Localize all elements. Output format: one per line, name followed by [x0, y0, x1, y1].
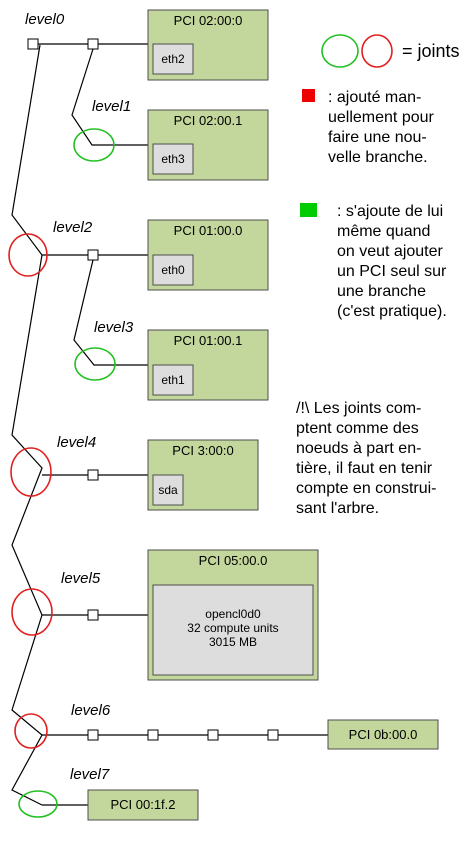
pci-box: PCI 00:1f.2	[87, 789, 199, 821]
joint-green	[18, 790, 58, 818]
pci-box: PCI 02:00.1 eth3	[147, 109, 269, 181]
level-label: level6	[71, 702, 111, 719]
pci-box: PCI 05:00.0 opencl0d0 32 compute units 3…	[147, 549, 319, 681]
device-box	[152, 584, 314, 676]
legend-joint-green	[321, 34, 359, 68]
device-box	[152, 143, 194, 175]
level-label: level1	[92, 98, 131, 115]
joint-red	[11, 588, 53, 636]
added-node-red	[87, 729, 99, 741]
tree-trunk	[11, 44, 43, 806]
device-label: 32 compute units	[187, 621, 278, 635]
pci-title: PCI 0b:00.0	[349, 727, 418, 742]
level-label: level0	[25, 11, 65, 28]
added-node-red	[27, 38, 39, 50]
pci-box: PCI 01:00.1 eth1	[147, 329, 269, 401]
added-node-red	[87, 249, 99, 261]
device-box	[152, 254, 194, 286]
joint-red	[10, 447, 52, 497]
pci-box: PCI 02:00:0 eth2	[147, 9, 269, 81]
added-node-red	[87, 38, 99, 50]
pci-box: PCI 3:00:0 sda	[147, 439, 259, 511]
device-box	[152, 43, 194, 75]
pci-title: PCI 00:1f.2	[110, 797, 175, 812]
legend-joint-red	[361, 34, 393, 68]
pci-title: PCI 3:00:0	[172, 443, 233, 458]
joint-red	[14, 713, 48, 749]
added-node-red	[147, 729, 159, 741]
pci-title: PCI 02:00:0	[174, 13, 243, 28]
pci-box: PCI 0b:00.0	[327, 719, 439, 750]
legend-red-square	[302, 89, 315, 102]
level-label: level5	[61, 570, 101, 587]
pci-title: PCI 01:00.1	[174, 333, 243, 348]
device-box	[152, 474, 184, 506]
legend-red-text: : ajouté man- uellement pour faire une n…	[328, 89, 434, 166]
added-node-red	[87, 469, 99, 481]
device-label: eth3	[161, 152, 185, 166]
legend-green-square	[300, 203, 317, 217]
level-label: level3	[94, 319, 134, 336]
device-label: sda	[158, 483, 178, 497]
device-label: 3015 MB	[209, 635, 257, 649]
warning-text: /!\ Les joints com- ptent comme des noeu…	[296, 400, 437, 517]
device-label: eth0	[161, 263, 185, 277]
device-label: eth1	[161, 373, 185, 387]
added-node-red	[207, 729, 219, 741]
legend-green-text: : s'ajoute de lui même quand on veut ajo…	[337, 203, 447, 320]
pci-title: PCI 05:00.0	[199, 553, 268, 568]
added-node-red	[267, 729, 279, 741]
edge-level1	[71, 48, 148, 146]
device-label: opencl0d0	[205, 607, 261, 621]
added-node-red	[87, 609, 99, 621]
joint-green	[74, 347, 116, 381]
level-label: level2	[53, 219, 93, 236]
legend-joints-label: = joints	[402, 41, 460, 61]
level-label: level7	[70, 766, 110, 783]
device-label: eth2	[161, 52, 185, 66]
pci-box: PCI 01:00.0 eth0	[147, 219, 269, 291]
joint-red	[8, 233, 48, 277]
edge-level3	[73, 259, 148, 366]
joint-green	[73, 128, 115, 162]
pci-title: PCI 01:00.0	[174, 223, 243, 238]
pci-title: PCI 02:00.1	[174, 113, 243, 128]
level-label: level4	[57, 434, 96, 451]
device-box	[152, 364, 194, 396]
